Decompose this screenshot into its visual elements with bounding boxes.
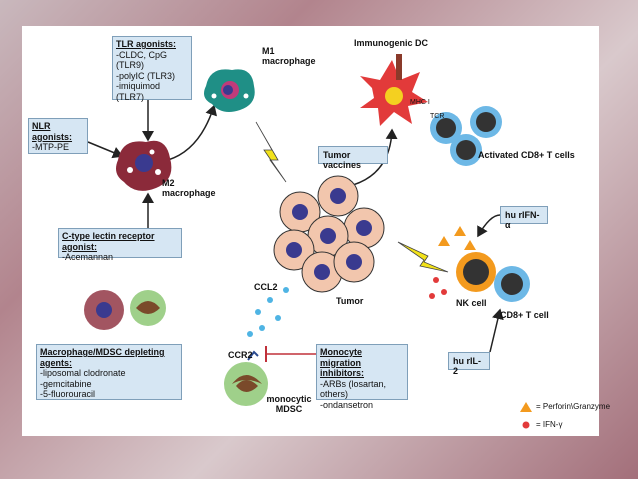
hu-rifn-alpha-box: hu rIFN-α bbox=[500, 206, 548, 230]
tlr-agonists-title: TLR agonists: bbox=[116, 39, 176, 49]
nk-cell bbox=[456, 252, 496, 292]
tlr-item: -imiquimod (TLR7) bbox=[116, 81, 161, 102]
tumor-vaccines-box: Tumor vaccines bbox=[318, 146, 388, 170]
tlr-agonists-box: TLR agonists: -CLDC, CpG (TLR9) -polyIC … bbox=[112, 36, 192, 102]
arrow-nlr-to-m2 bbox=[87, 141, 124, 159]
cd8-t-cell bbox=[494, 266, 530, 302]
legend-perforin-label: = Perforin\Granzyme bbox=[536, 402, 611, 411]
activated-cd8-label: Activated CD8+ T cells bbox=[478, 150, 575, 160]
legend-ifn-label: = IFN-γ bbox=[536, 420, 563, 429]
c-type-lectin-box: C-type lectin receptor agonist: -Acemann… bbox=[58, 228, 182, 262]
m1-macrophage-cell bbox=[204, 69, 255, 112]
c-type-lectin-title: C-type lectin receptor agonist: bbox=[62, 231, 155, 252]
nlr-agonists-box: NLR agonists: -MTP-PE bbox=[28, 118, 88, 154]
arrow-m2-to-m1 bbox=[167, 104, 217, 161]
nk-cell-label: NK cell bbox=[456, 298, 487, 308]
monocyte-item: -ondansetron bbox=[320, 399, 374, 410]
legend-ifn-icon bbox=[522, 421, 530, 429]
immunogenic-dc-label: Immunogenic DC bbox=[354, 38, 429, 48]
depleting-agents-box: Macrophage/MDSC depleting agents: -lipos… bbox=[36, 344, 182, 400]
ccr2-label: CCR2 bbox=[228, 350, 253, 360]
depleted-mdsc-cell bbox=[130, 290, 166, 326]
ccl2-dots bbox=[247, 287, 289, 337]
depleting-item: -liposomal clodronate bbox=[40, 368, 126, 378]
tlr-item: -CLDC, CpG (TLR9) bbox=[116, 49, 168, 71]
ccl2-label: CCL2 bbox=[254, 282, 278, 292]
monocytic-mdsc-label: monocytic MDSC bbox=[266, 394, 312, 414]
depleting-agents-title: Macrophage/MDSC depleting agents: bbox=[40, 347, 165, 368]
m2-macrophage-label: M2 macrophage bbox=[162, 178, 216, 198]
tumor-label: Tumor bbox=[336, 296, 364, 306]
legend-perforin-icon bbox=[520, 402, 532, 412]
nlr-agonists-title: NLR agonists: bbox=[32, 121, 73, 142]
depleted-macrophage-cell bbox=[84, 290, 124, 330]
depleting-item: -gemcitabine bbox=[40, 378, 92, 389]
arrow-ril2-to-cd8 bbox=[489, 308, 504, 353]
mhc-label: MHC I bbox=[410, 99, 430, 106]
monocyte-inhibitors-title: Monocyte migration inhibitors: bbox=[320, 347, 364, 378]
immunogenic-dc-cell bbox=[360, 54, 428, 126]
cd8-t-cell-label: CD8+ T cell bbox=[500, 310, 549, 320]
depleting-item: -5-fluorouracil bbox=[40, 389, 96, 399]
tcr-label: TCR bbox=[430, 113, 445, 120]
monocyte-item: -ARBs (losartan, others) bbox=[320, 378, 387, 400]
tumor-cluster bbox=[273, 175, 385, 293]
monocyte-inhibitors-box: Monocyte migration inhibitors: -ARBs (lo… bbox=[316, 344, 408, 410]
perforin-granules bbox=[438, 226, 476, 250]
c-type-lectin-item: -Acemannan bbox=[62, 252, 114, 262]
nlr-item: -MTP-PE bbox=[32, 142, 69, 152]
activated-cd8-t-cells bbox=[430, 106, 502, 166]
m2-macrophage-cell bbox=[116, 140, 172, 191]
lightning-m1-tumor bbox=[255, 121, 287, 183]
monocytic-mdsc-cell bbox=[224, 350, 268, 406]
m1-macrophage-label: M1 macrophage bbox=[262, 46, 316, 66]
arrow-rifn-to-nk bbox=[477, 214, 501, 238]
tlr-item: -polyIC (TLR3) bbox=[116, 70, 176, 81]
ifn-dots bbox=[429, 277, 447, 299]
hu-ril2-box: hu rIL-2 bbox=[448, 352, 490, 376]
lightning-nk-tumor bbox=[397, 241, 449, 273]
